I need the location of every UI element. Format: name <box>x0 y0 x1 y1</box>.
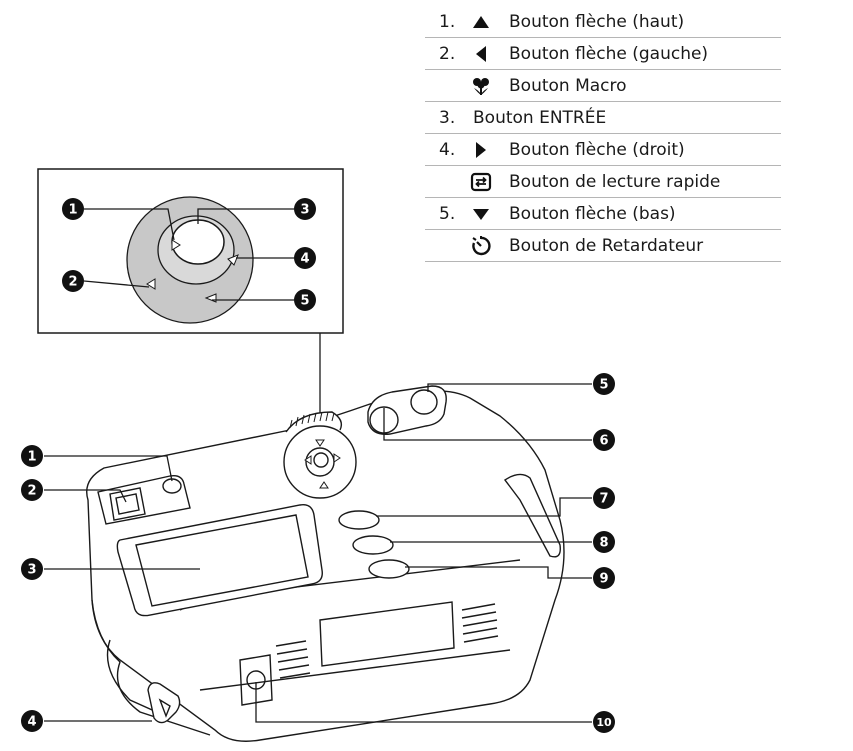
arrow-right-icon <box>476 142 486 158</box>
row-number: 1. <box>439 12 456 32</box>
dial-arrow-left-mark <box>146 278 156 290</box>
inset-callout-1: 1 <box>62 198 84 220</box>
camera-callout-5: 5 <box>593 373 615 395</box>
dial-arrow-right-mark <box>227 254 239 266</box>
svg-text:1: 1 <box>68 203 77 218</box>
row-label: Bouton ENTRÉE <box>473 108 607 128</box>
svg-text:10: 10 <box>596 716 612 729</box>
row-label: Bouton de lecture rapide <box>509 172 721 192</box>
inset-callout-3: 3 <box>294 198 316 220</box>
legend-row-quick-review: Bouton de lecture rapide <box>425 166 781 198</box>
legend-row-enter: 3. Bouton ENTRÉE <box>425 102 781 134</box>
row-label: Bouton Macro <box>509 76 627 96</box>
arrow-left-icon <box>476 46 486 62</box>
camera-callout-8: 8 <box>593 531 615 553</box>
legend-row-arrow-up: 1. Bouton flèche (haut) <box>425 6 781 38</box>
camera-callout-9: 9 <box>593 567 615 589</box>
svg-text:4: 4 <box>27 715 36 730</box>
row-label: Bouton flèche (gauche) <box>509 44 709 64</box>
svg-text:2: 2 <box>68 275 77 290</box>
self-timer-icon <box>472 236 491 256</box>
dial-inset: 1 2 3 4 5 <box>37 168 344 334</box>
dial-arrow-up-mark <box>171 239 181 251</box>
camera-callout-3: 3 <box>21 558 43 580</box>
enter-button <box>171 219 225 265</box>
arrow-down-icon <box>473 209 489 220</box>
camera-callout-1: 1 <box>21 445 43 467</box>
row-label: Bouton de Retardateur <box>509 236 704 256</box>
legend-row-self-timer: Bouton de Retardateur <box>425 230 781 262</box>
row-number: 5. <box>439 204 456 224</box>
svg-text:8: 8 <box>599 536 608 551</box>
svg-text:9: 9 <box>599 572 608 587</box>
svg-text:5: 5 <box>300 294 309 309</box>
legend-row-macro: Bouton Macro <box>425 70 781 102</box>
inset-callout-2: 2 <box>62 270 84 292</box>
legend-row-arrow-left: 2. Bouton flèche (gauche) <box>425 38 781 70</box>
camera-callout-4: 4 <box>21 710 43 732</box>
camera-callout-7: 7 <box>593 487 615 509</box>
camera-callout-lines <box>44 383 592 723</box>
inset-callout-5: 5 <box>294 289 316 311</box>
svg-text:1: 1 <box>27 450 36 465</box>
row-label: Bouton flèche (droit) <box>509 140 685 160</box>
svg-text:5: 5 <box>599 378 608 393</box>
svg-text:6: 6 <box>599 434 608 449</box>
quick-review-icon <box>470 172 492 192</box>
svg-text:3: 3 <box>27 563 36 578</box>
legend-row-arrow-right: 4. Bouton flèche (droit) <box>425 134 781 166</box>
svg-text:3: 3 <box>300 203 309 218</box>
svg-text:7: 7 <box>599 492 608 507</box>
legend-table: 1. Bouton flèche (haut) 2. Bouton flèche… <box>425 6 781 262</box>
row-label: Bouton flèche (haut) <box>509 12 685 32</box>
row-label: Bouton flèche (bas) <box>509 204 676 224</box>
row-number: 2. <box>439 44 456 64</box>
row-number: 3. <box>439 108 456 128</box>
row-number: 4. <box>439 140 456 160</box>
svg-text:2: 2 <box>27 484 36 499</box>
camera-body <box>86 385 565 742</box>
camera-callout-10: 10 <box>593 711 615 733</box>
inset-callout-4: 4 <box>294 247 316 269</box>
arrow-up-icon <box>473 16 489 28</box>
legend-row-arrow-down: 5. Bouton flèche (bas) <box>425 198 781 230</box>
macro-flower-icon <box>473 78 489 95</box>
svg-text:4: 4 <box>300 252 309 267</box>
camera-callout-6: 6 <box>593 429 615 451</box>
camera-callout-2: 2 <box>21 479 43 501</box>
